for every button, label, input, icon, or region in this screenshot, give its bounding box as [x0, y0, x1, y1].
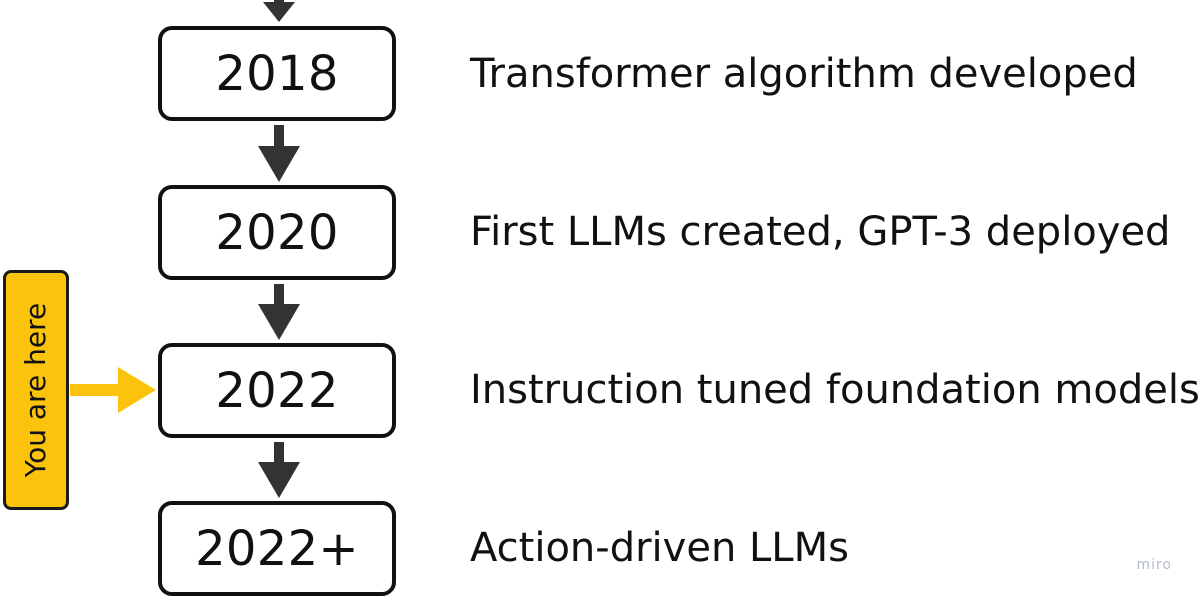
year-label: 2020	[215, 204, 339, 261]
year-box-2018: 2018	[158, 26, 396, 121]
milestone-description-2020: First LLMs created, GPT-3 deployed	[470, 209, 1171, 255]
you-are-here-label: You are here	[19, 302, 52, 478]
year-label: 2022	[215, 362, 339, 419]
year-box-2020: 2020	[158, 185, 396, 280]
arrow-into-2018	[263, 0, 295, 22]
arrow-2022-to-2022-plus	[258, 442, 300, 498]
year-label: 2018	[215, 45, 339, 102]
milestone-description-2018: Transformer algorithm developed	[470, 51, 1138, 97]
year-label: 2022+	[195, 520, 359, 577]
milestone-description-2022-plus: Action-driven LLMs	[470, 525, 849, 571]
you-are-here-marker: You are here	[3, 270, 69, 510]
miro-watermark: miro	[1136, 557, 1172, 573]
year-box-2022: 2022	[158, 343, 396, 438]
you-are-here-arrow	[70, 367, 156, 413]
year-box-2022-plus: 2022+	[158, 501, 396, 596]
arrow-2020-to-2022	[258, 284, 300, 340]
arrow-2018-to-2020	[258, 125, 300, 182]
milestone-description-2022: Instruction tuned foundation models	[470, 367, 1200, 413]
